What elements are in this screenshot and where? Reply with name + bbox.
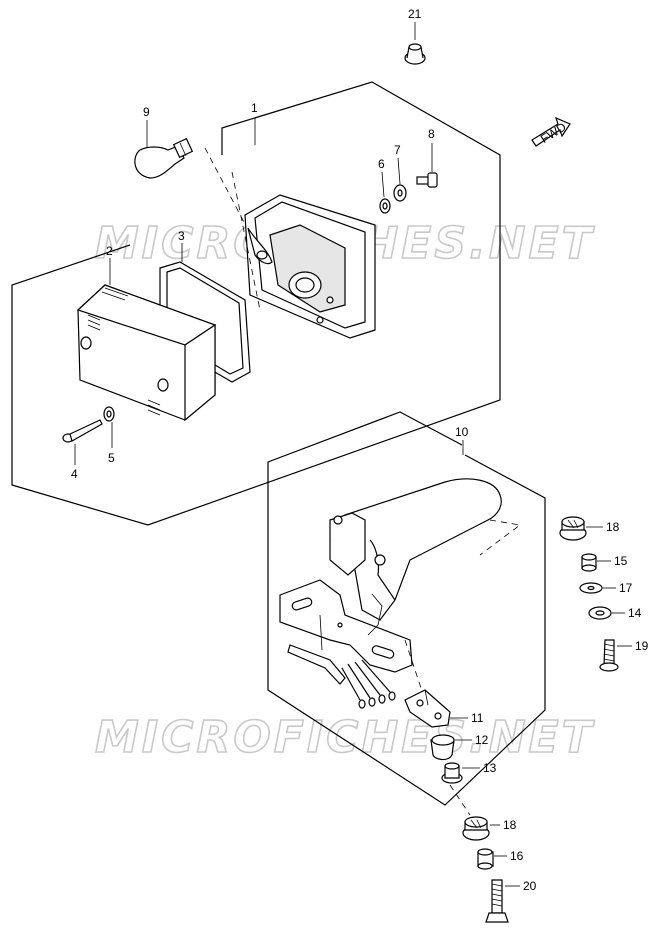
part-14-washer (588, 606, 612, 620)
label-part-4: 4 (71, 467, 78, 481)
label-part-2: 2 (106, 244, 113, 258)
label-part-15: 15 (614, 554, 628, 568)
label-part-1: 1 (251, 101, 258, 115)
label-part-10: 10 (455, 425, 469, 439)
label-part-11: 11 (471, 711, 484, 725)
part-2-lens (76, 284, 217, 422)
part-19-bolt (599, 639, 619, 672)
part-1-lamp-housing (244, 194, 376, 339)
part-12-grommet (430, 734, 455, 761)
label-part-16: 16 (510, 849, 524, 863)
label-part-9: 9 (143, 105, 150, 119)
part-11-connector (404, 689, 451, 728)
leader-7 (397, 157, 401, 185)
part-4-screw (62, 419, 103, 443)
part-15-collar (581, 553, 597, 572)
label-part-17: 17 (619, 581, 633, 595)
part-13-collar (441, 762, 463, 784)
leader-axis-lower (449, 784, 471, 816)
part-20-bolt (485, 879, 509, 923)
label-part-21: 21 (408, 7, 422, 21)
assembly-1-boundary (11, 81, 501, 526)
part-18-lower-grommet (462, 816, 490, 841)
label-part-7: 7 (394, 143, 401, 157)
label-part-3: 3 (178, 229, 185, 243)
part-18-upper-grommet (559, 516, 587, 541)
label-part-6: 6 (378, 157, 385, 171)
label-part-18-upper: 18 (606, 520, 620, 534)
part-5-washer (103, 406, 115, 422)
part-10-bracket (279, 478, 502, 673)
label-part-12: 12 (475, 733, 489, 747)
label-part-19: 19 (635, 639, 649, 653)
leader-6 (381, 171, 385, 198)
watermark-lower: MICROFICHES.NET (95, 712, 595, 763)
leader-1-dash (231, 171, 261, 311)
label-part-5: 5 (108, 451, 115, 465)
label-part-8: 8 (428, 127, 435, 141)
label-part-14: 14 (628, 606, 642, 620)
wire-harness (287, 644, 396, 709)
part-16-collar (477, 848, 494, 870)
part-8-screw (416, 172, 438, 188)
assembly-10-boundary (267, 411, 546, 806)
part-7-washer (393, 184, 407, 202)
leader-18-dash (479, 519, 521, 556)
label-part-13: 13 (483, 761, 497, 775)
part-6-washer (379, 198, 391, 214)
label-part-18-lower: 18 (503, 818, 517, 832)
part-17-washer (579, 582, 603, 594)
label-part-20: 20 (523, 879, 537, 893)
fwd-arrow: FWD (531, 116, 571, 147)
part-9-bulb (134, 137, 194, 179)
part-21-grommet (404, 43, 426, 65)
